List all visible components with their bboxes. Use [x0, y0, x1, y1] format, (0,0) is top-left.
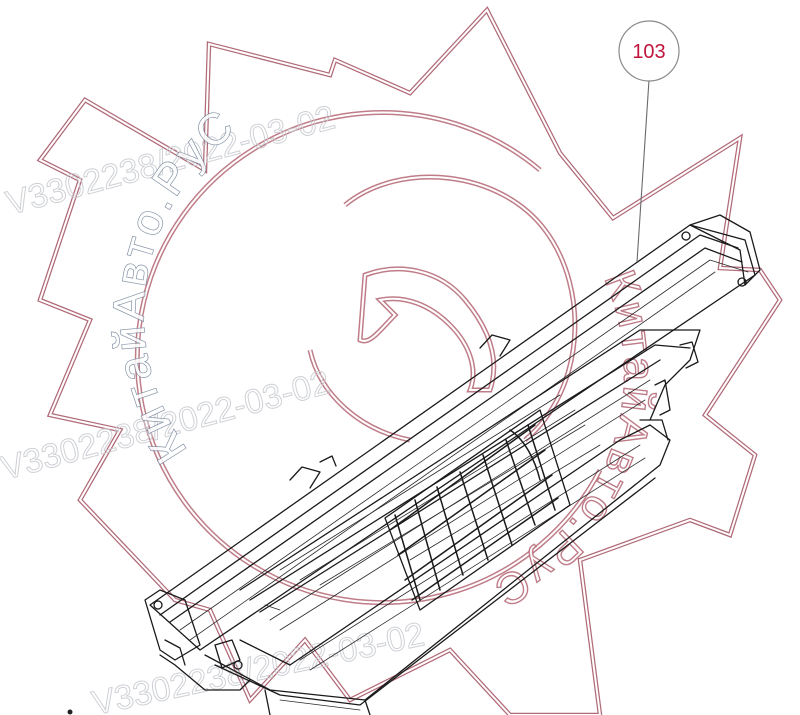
callout-circle: [618, 20, 680, 82]
callout-103: 103: [618, 20, 680, 263]
callout-leader-line: [636, 79, 650, 263]
stray-dot: [67, 709, 73, 715]
watermark-wrench-icon: [307, 266, 497, 443]
watermark-ring: [134, 110, 603, 605]
callout-label: 103: [632, 41, 665, 63]
radiator-grille-icon: [144, 214, 761, 715]
watermark-gear: [36, 6, 783, 715]
watermark-stamp-bottom: V3302238/2022-03-02: [89, 615, 428, 715]
